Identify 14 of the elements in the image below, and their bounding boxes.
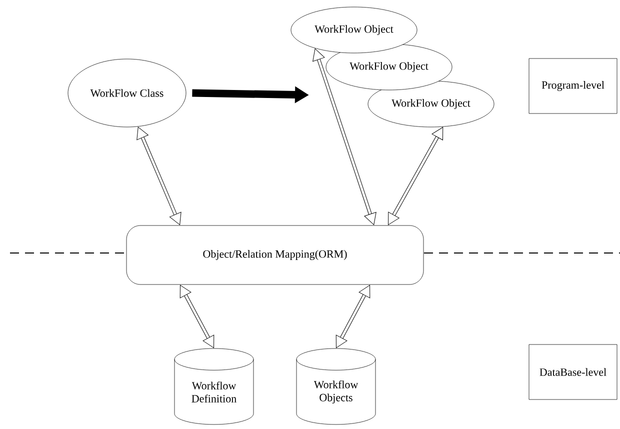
arrow [180,284,214,348]
arrow [136,126,182,226]
ellipse-node: WorkFlow Object [368,80,494,128]
ellipse-node: WorkFlow Class [68,58,186,128]
arrow [388,126,444,226]
ellipse-node: WorkFlow Object [290,6,418,54]
level-box: Program-level [528,58,618,114]
mapping-box: Object/Relation Mapping(ORM) [126,225,424,285]
database-cylinder: Workflow Definition [174,348,254,425]
arrow [312,48,376,226]
level-box: DataBase-level [528,344,618,400]
arrow [336,284,370,348]
ellipse-node: WorkFlow Object [326,44,452,90]
database-cylinder: Workflow Objects [296,348,376,425]
